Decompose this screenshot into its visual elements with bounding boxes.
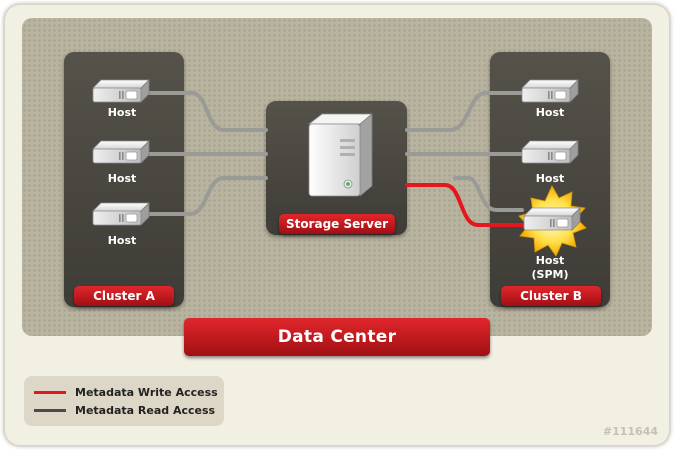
data-center-label: Data Center — [184, 318, 490, 356]
legend-label-write: Metadata Write Access — [75, 385, 218, 399]
read-line — [148, 91, 268, 132]
cluster-a-label: Cluster A — [74, 286, 174, 306]
legend: Metadata Write Access Metadata Read Acce… — [24, 376, 224, 426]
host-label: Host — [535, 106, 565, 119]
host-icon — [521, 79, 579, 103]
read-connections-cluster-b — [405, 91, 524, 212]
storage-tower-icon — [307, 113, 374, 197]
host-icon — [92, 202, 150, 226]
legend-item-read: Metadata Read Access — [34, 403, 215, 417]
host-label: Host — [535, 172, 565, 185]
read-line — [148, 176, 268, 216]
host-label: Host — [107, 234, 137, 247]
write-line — [405, 183, 527, 227]
host-icon — [523, 207, 581, 231]
legend-swatch-write — [34, 390, 66, 394]
storage-server-label: Storage Server — [279, 214, 395, 234]
read-line — [453, 176, 524, 212]
host-label: Host — [107, 172, 137, 185]
read-line — [405, 91, 524, 132]
legend-item-write: Metadata Write Access — [34, 385, 218, 399]
figure-id: #111644 — [602, 425, 658, 438]
legend-label-read: Metadata Read Access — [75, 403, 216, 417]
host-label: Host — [107, 106, 137, 119]
read-connections-cluster-a — [148, 91, 268, 216]
host-icon — [92, 140, 150, 164]
spm-host-sublabel: (SPM) — [531, 268, 569, 281]
spm-host-label: Host — [535, 254, 565, 267]
legend-swatch-read — [34, 408, 66, 412]
host-icon — [521, 140, 579, 164]
cluster-b-label: Cluster B — [501, 286, 601, 306]
host-icon — [92, 79, 150, 103]
